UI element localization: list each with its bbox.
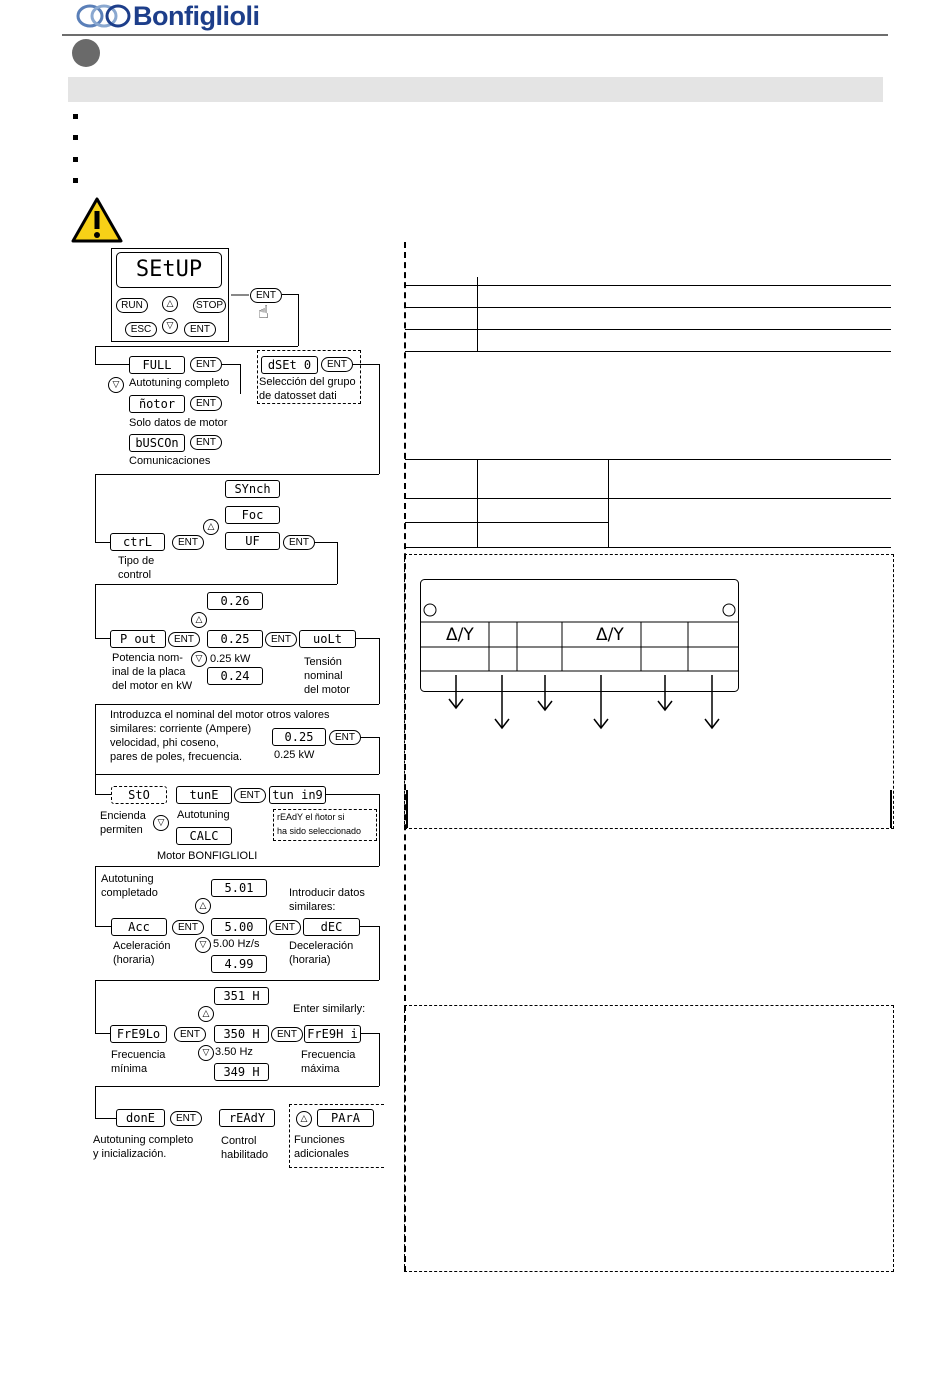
hand-pointer-icon: ☝ — [258, 302, 269, 323]
brand-logo — [76, 3, 131, 29]
down-arrow-icon-acc: ▽ — [195, 937, 211, 953]
nameplate-section — [404, 554, 894, 829]
foc-display: Foc — [225, 506, 280, 524]
buscon-display: bUSCOn — [129, 434, 185, 452]
delta-star-1: Δ/Y — [446, 625, 474, 645]
warning-icon — [70, 196, 124, 244]
dec-display: dEC — [303, 918, 360, 936]
esc-button[interactable]: ESC — [125, 322, 157, 337]
run-button[interactable]: RUN — [116, 298, 148, 313]
bullet-4 — [73, 178, 78, 183]
down-arrow-icon-full: ▽ — [108, 377, 124, 393]
ent-button-p025[interactable]: ENT — [265, 632, 297, 647]
volt-display: uoLt — [299, 630, 356, 648]
down-arrow-icon-sto: ▽ — [153, 815, 169, 831]
tuning-display: tun in9 — [269, 786, 326, 804]
up-arrow-icon-freq: △ — [198, 1006, 214, 1022]
bullet-3 — [73, 157, 78, 162]
up-arrow-icon-pout: △ — [191, 612, 207, 628]
up-arrow-icon-ctrl: △ — [203, 519, 219, 535]
bullet-2 — [73, 135, 78, 140]
freqhi-display: FrE9H i — [304, 1025, 361, 1043]
ent-button-v350[interactable]: ENT — [271, 1027, 303, 1042]
up-arrow-icon-acc: △ — [195, 898, 211, 914]
value-024-display: 0.24 — [207, 667, 263, 685]
value-350-display: 350 H — [214, 1025, 269, 1043]
dset-display: dSEt 0 — [261, 356, 318, 374]
acc-display: Acc — [111, 918, 167, 936]
nameplate-arrows — [440, 675, 730, 735]
ent-button-full[interactable]: ENT — [190, 357, 222, 372]
value-500-display: 5.00 — [211, 918, 267, 936]
calc-display: CALC — [176, 827, 232, 845]
delta-star-2: Δ/Y — [596, 625, 624, 645]
ent-button-freqlo[interactable]: ENT — [174, 1027, 206, 1042]
para-display: PArA — [317, 1109, 374, 1127]
ent-button-ctrl[interactable]: ENT — [172, 535, 204, 550]
setup-display: SEtUP — [116, 252, 222, 288]
ent-button-acc[interactable]: ENT — [172, 920, 204, 935]
value-025-display: 0.25 — [207, 630, 263, 648]
down-arrow-icon[interactable]: ▽ — [162, 318, 178, 334]
ent-button[interactable]: ENT — [184, 322, 216, 337]
ent-button-p025b[interactable]: ENT — [329, 730, 361, 745]
value-349-display: 349 H — [214, 1063, 269, 1081]
sto-display: StO — [111, 786, 167, 804]
ctrl-display: ctrL — [110, 533, 165, 551]
section-marker — [72, 39, 100, 67]
info-box-bottom — [404, 1005, 894, 1272]
synch-display: SYnch — [225, 480, 280, 498]
value-499-display: 4.99 — [211, 955, 267, 973]
stop-button[interactable]: STOP — [193, 298, 226, 313]
bullet-1 — [73, 114, 78, 119]
dset-group — [257, 350, 361, 404]
done-display: donE — [116, 1109, 165, 1127]
ent-button-motor[interactable]: ENT — [190, 396, 222, 411]
tune-display: tunE — [176, 786, 232, 804]
brand-name: Bonfiglioli — [133, 1, 260, 31]
ent-button-dset[interactable]: ENT — [321, 357, 353, 372]
ent-button-v500[interactable]: ENT — [269, 920, 301, 935]
value-026-display: 0.26 — [207, 592, 263, 610]
ent-button-done[interactable]: ENT — [170, 1111, 202, 1126]
up-arrow-icon-para: △ — [296, 1111, 312, 1127]
motor-display: ñotor — [129, 395, 185, 413]
ent-button-setup[interactable]: ENT — [250, 288, 282, 303]
section-bar — [68, 77, 883, 102]
ent-button-pout[interactable]: ENT — [168, 632, 200, 647]
funcs-group — [289, 1104, 384, 1168]
header-rule — [62, 34, 888, 36]
value-501-display: 5.01 — [211, 879, 267, 897]
ent-button-tune[interactable]: ENT — [234, 788, 266, 803]
ent-button-uf[interactable]: ENT — [283, 535, 315, 550]
down-arrow-icon-freq: ▽ — [198, 1045, 214, 1061]
ready-note — [273, 809, 377, 841]
up-arrow-icon[interactable]: △ — [162, 296, 178, 312]
down-arrow-icon-pout: ▽ — [191, 651, 207, 667]
keypad-panel — [111, 248, 229, 342]
motor-nameplate — [420, 579, 739, 692]
freqlo-display: FrE9Lo — [110, 1025, 167, 1043]
pout-display: P out — [110, 630, 166, 648]
ready-display: rEAdY — [219, 1109, 275, 1127]
value-025b-display: 0.25 — [272, 728, 326, 746]
ent-button-buscon[interactable]: ENT — [190, 435, 222, 450]
uf-display: UF — [225, 532, 280, 550]
full-display: FULL — [129, 356, 185, 374]
right-section-border — [404, 242, 406, 1272]
value-351-display: 351 H — [214, 987, 269, 1005]
